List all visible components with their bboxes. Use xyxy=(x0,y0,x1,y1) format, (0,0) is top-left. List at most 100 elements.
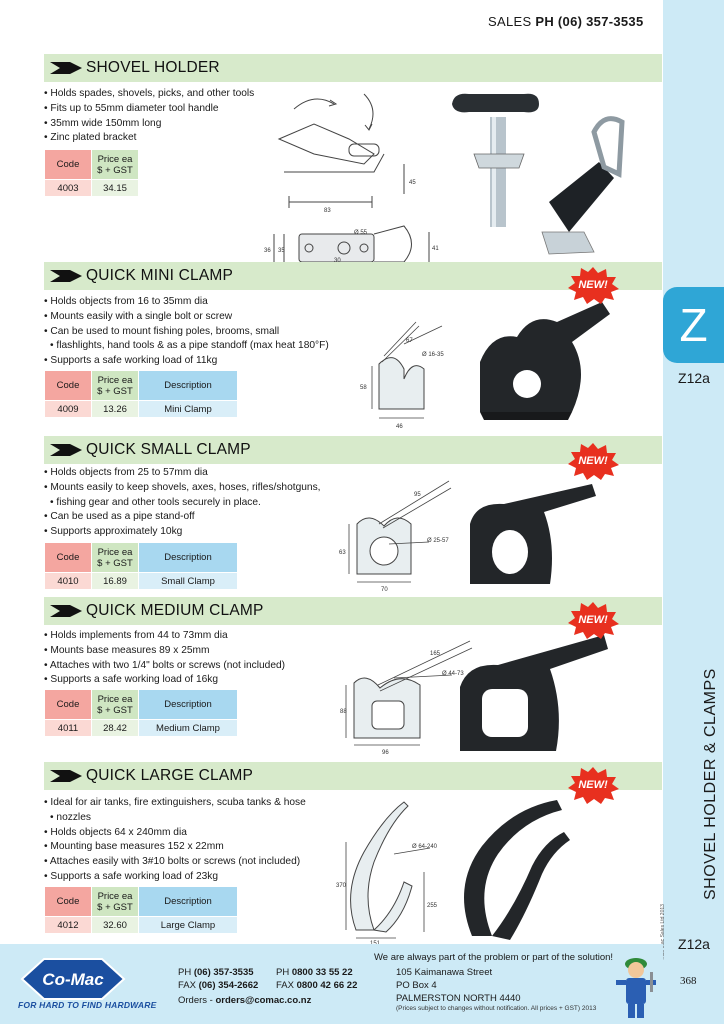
feature-item: flashlights, hand tools & as a pipe stan… xyxy=(44,339,328,354)
arrow-icon xyxy=(50,62,82,74)
phone-value[interactable]: (06) 357-3535 xyxy=(193,967,254,978)
feature-item: Holds objects 64 x 240mm dia xyxy=(44,826,306,841)
header-description: Description xyxy=(138,689,238,720)
section-header: QUICK MEDIUM CLAMP xyxy=(44,597,662,625)
svg-text:30: 30 xyxy=(334,258,341,264)
phone-label: PH xyxy=(178,967,192,978)
footer-slogan: We are always part of the problem or par… xyxy=(374,952,614,963)
category-title: SHOVEL HOLDER & CLAMPS xyxy=(702,668,719,900)
svg-text:83: 83 xyxy=(324,208,331,214)
header-description: Description xyxy=(138,542,238,573)
svg-text:88: 88 xyxy=(340,709,347,715)
orders-email-link[interactable]: orders@comac.co.nz xyxy=(215,995,312,1006)
svg-text:45: 45 xyxy=(409,180,416,186)
page-code: Z12a xyxy=(678,370,710,386)
feature-item: fishing gear and other tools securely in… xyxy=(44,496,321,511)
sales-label: SALES xyxy=(488,14,532,29)
header-code: Code xyxy=(44,149,92,180)
arrow-icon xyxy=(50,605,82,617)
product-description: Small Clamp xyxy=(138,572,238,590)
freephone-label: PH xyxy=(276,967,290,978)
svg-text:35: 35 xyxy=(278,248,285,254)
product-code: 4011 xyxy=(44,719,92,737)
mini-clamp-photo xyxy=(480,302,610,420)
product-price: 32.60 xyxy=(91,916,139,934)
feature-list: Holds objects from 25 to 57mm dia Mounts… xyxy=(44,466,321,540)
feature-item: Zinc plated bracket xyxy=(44,131,254,146)
price-table: Code Price ea$ + GST Description 4012 32… xyxy=(44,886,238,934)
section-quick-medium-clamp: QUICK MEDIUM CLAMP Holds implements from… xyxy=(44,597,662,762)
header-code: Code xyxy=(44,689,92,720)
section-title: SHOVEL HOLDER xyxy=(86,59,220,76)
header-code: Code xyxy=(44,542,92,573)
svg-text:63: 63 xyxy=(339,550,346,556)
feature-item: Can be used as a pipe stand-off xyxy=(44,510,321,525)
section-letter-tab[interactable]: Z xyxy=(663,287,724,363)
svg-text:NEW!: NEW! xyxy=(578,779,608,791)
mascot-illustration xyxy=(616,958,656,1018)
feature-item: Supports approximately 10kg xyxy=(44,525,321,540)
product-price: 28.42 xyxy=(91,719,139,737)
header-code: Code xyxy=(44,886,92,917)
product-description: Medium Clamp xyxy=(138,719,238,737)
price-table: Code Price ea$ + GST Description 4009 13… xyxy=(44,370,238,418)
svg-text:255: 255 xyxy=(427,903,438,909)
freefax-label: FAX xyxy=(276,980,294,991)
logo-tagline: FOR HARD TO FIND HARDWARE xyxy=(18,1000,157,1010)
svg-text:58: 58 xyxy=(360,385,367,391)
feature-list: Ideal for air tanks, fire extinguishers,… xyxy=(44,796,306,885)
svg-text:46: 46 xyxy=(396,424,403,430)
feature-item: Holds objects from 16 to 35mm dia xyxy=(44,295,329,310)
feature-item: nozzles xyxy=(44,811,306,826)
feature-item: Holds spades, shovels, picks, and other … xyxy=(44,87,254,102)
svg-text:Co-Mac: Co-Mac xyxy=(42,970,104,989)
large-clamp-diagram: 370 Ø 64-240 255 151 xyxy=(336,801,438,947)
section-quick-large-clamp: QUICK LARGE CLAMP Ideal for air tanks, f… xyxy=(44,762,662,947)
section-quick-small-clamp: QUICK SMALL CLAMP Holds objects from 25 … xyxy=(44,436,662,596)
svg-text:96: 96 xyxy=(382,750,389,756)
sales-phone-number: PH (06) 357-3535 xyxy=(535,14,644,29)
small-clamp-photo xyxy=(470,484,596,584)
svg-text:41: 41 xyxy=(432,246,439,252)
header-price: Price ea$ + GST xyxy=(91,689,139,720)
freefax-value: 0800 42 66 22 xyxy=(296,980,358,991)
section-quick-mini-clamp: QUICK MINI CLAMP Holds objects from 16 t… xyxy=(44,262,662,432)
svg-text:Ø 25-57: Ø 25-57 xyxy=(427,538,449,544)
feature-item: Holds objects from 25 to 57mm dia xyxy=(44,466,321,481)
header-price: Price ea$ + GST xyxy=(91,886,139,917)
feature-item: 35mm wide 150mm long xyxy=(44,117,254,132)
product-code: 4010 xyxy=(44,572,92,590)
header-code: Code xyxy=(44,370,92,401)
new-badge: NEW! xyxy=(568,443,619,480)
feature-item: Mounts base measures 89 x 25mm xyxy=(44,644,285,659)
new-badge: NEW! xyxy=(568,267,619,304)
feature-item: Mounts easily with a single bolt or scre… xyxy=(44,310,329,325)
svg-text:36: 36 xyxy=(264,248,271,254)
svg-text:370: 370 xyxy=(336,883,347,889)
medium-clamp-photo xyxy=(460,635,608,751)
side-strip xyxy=(663,0,724,1024)
fax-value: (06) 354-2662 xyxy=(198,980,259,991)
medium-clamp-diagram: 165 Ø 44-73 88 96 xyxy=(340,640,473,756)
feature-list: Holds spades, shovels, picks, and other … xyxy=(44,87,254,146)
product-code: 4009 xyxy=(44,400,92,418)
feature-item: Fits up to 55mm diameter tool handle xyxy=(44,102,254,117)
header-price: Price ea$ + GST xyxy=(91,149,139,180)
feature-item: Ideal for air tanks, fire extinguishers,… xyxy=(44,796,305,811)
svg-text:Ø 64-240: Ø 64-240 xyxy=(412,844,438,850)
arrow-icon xyxy=(50,270,82,282)
price-table: Code Price ea$ + GST 4003 34.15 xyxy=(44,149,139,197)
feature-item: Holds implements from 44 to 73mm dia xyxy=(44,629,285,644)
svg-text:Ø 44-73: Ø 44-73 xyxy=(442,671,464,677)
product-price: 34.15 xyxy=(91,179,139,197)
arrow-icon xyxy=(50,770,82,782)
feature-item: Mounts easily to keep shovels, axes, hos… xyxy=(44,481,320,496)
freephone-value[interactable]: 0800 33 55 22 xyxy=(291,967,353,978)
feature-item: Attaches easily with 3#10 bolts or screw… xyxy=(44,855,306,870)
section-title: QUICK MINI CLAMP xyxy=(86,267,234,284)
price-table: Code Price ea$ + GST Description 4010 16… xyxy=(44,542,238,590)
sales-phone: SALES PH (06) 357-3535 xyxy=(488,14,643,29)
freephone-block: PH 0800 33 55 22 FAX 0800 42 66 22 xyxy=(276,966,357,992)
svg-text:Ø 16-35: Ø 16-35 xyxy=(422,352,444,358)
section-header: SHOVEL HOLDER xyxy=(44,54,662,82)
